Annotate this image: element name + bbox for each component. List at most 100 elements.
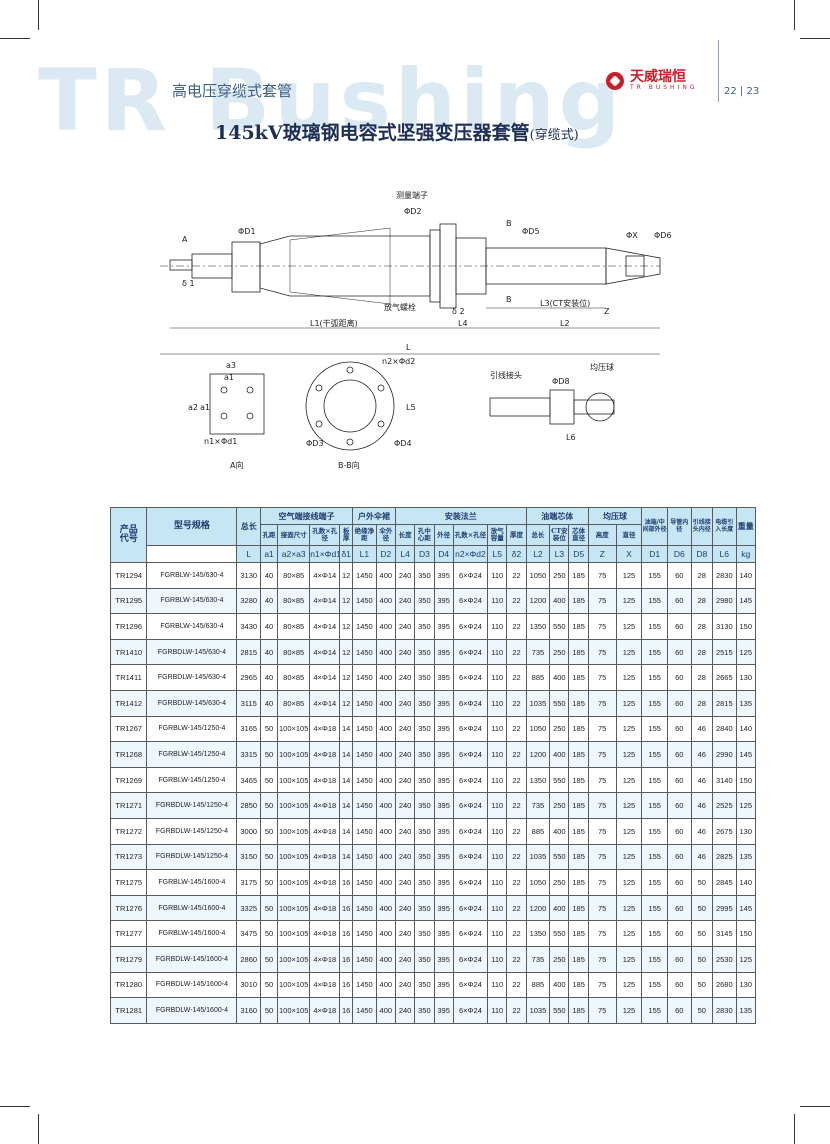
table-cell: 550 xyxy=(549,843,570,871)
table-cell: 350 xyxy=(414,664,435,691)
table-cell: 6×Φ24 xyxy=(452,766,489,794)
table-cell: 50 xyxy=(259,843,279,871)
table-cell: 185 xyxy=(568,792,589,819)
table-cell: 110 xyxy=(487,613,508,640)
table-cell: 80×85 xyxy=(277,587,311,615)
label-phi-d4: ΦD4 xyxy=(394,439,412,448)
table-cell: 40 xyxy=(259,613,279,640)
table-cell: 395 xyxy=(433,971,454,999)
table-cell: 100×105 xyxy=(277,971,311,999)
table-cell: 240 xyxy=(394,920,416,947)
table-cell: 2830 xyxy=(712,562,737,589)
table-cell: 110 xyxy=(487,945,508,973)
table-cell: 140 xyxy=(735,869,757,896)
table-cell: 100×105 xyxy=(277,741,311,768)
table-cell: 1350 xyxy=(525,613,551,640)
table-cell: 4×Φ18 xyxy=(309,843,341,871)
table-cell: 150 xyxy=(735,613,757,640)
table-cell: 395 xyxy=(433,945,454,973)
table-cell: 125 xyxy=(615,894,643,922)
table-cell: 240 xyxy=(394,689,416,717)
cell-model: FGRBLW-145/1600-4 xyxy=(146,894,238,922)
table-cell: 1450 xyxy=(352,920,377,947)
table-cell: 240 xyxy=(394,971,416,999)
table-cell: 110 xyxy=(487,843,508,871)
table-cell: 12 xyxy=(339,562,354,589)
table-cell: 3115 xyxy=(236,689,261,717)
table-cell: 12 xyxy=(339,613,354,640)
table-cell: 4×Φ18 xyxy=(309,715,341,743)
table-cell: 135 xyxy=(735,689,757,717)
label-view-b: B-B向 xyxy=(338,460,360,470)
table-cell: 75 xyxy=(587,766,617,794)
table-cell: 28 xyxy=(690,562,714,589)
symbol-header: L xyxy=(236,545,261,563)
table-cell: 1450 xyxy=(352,894,377,922)
table-cell: 1450 xyxy=(352,971,377,999)
table-cell: 80×85 xyxy=(277,613,311,640)
table-cell: 155 xyxy=(641,741,669,768)
table-cell: 150 xyxy=(735,766,757,794)
table-cell: 350 xyxy=(414,689,435,717)
table-cell: 60 xyxy=(667,613,692,640)
table-cell: 155 xyxy=(641,613,669,640)
table-cell: 4×Φ18 xyxy=(309,920,341,947)
table-cell: 75 xyxy=(587,792,617,819)
table-cell: 1050 xyxy=(525,869,551,896)
table-cell: 250 xyxy=(549,562,570,589)
table-cell: 240 xyxy=(394,843,416,871)
table-cell: 155 xyxy=(641,920,669,947)
table-cell: 60 xyxy=(667,664,692,691)
table-cell: 400 xyxy=(375,741,396,768)
table-cell: 50 xyxy=(259,817,279,845)
table-cell: 110 xyxy=(487,638,508,666)
table-cell: 140 xyxy=(735,562,757,589)
table-cell: 50 xyxy=(259,920,279,947)
table-cell: 75 xyxy=(587,843,617,871)
table-cell: 145 xyxy=(735,587,757,615)
table-cell: 2815 xyxy=(236,638,261,666)
label-z: Z xyxy=(604,307,610,316)
table-cell: 60 xyxy=(667,894,692,922)
table-cell: 155 xyxy=(641,945,669,973)
table-cell: 1450 xyxy=(352,792,377,819)
col-grading-ball: 均压球 xyxy=(587,507,643,525)
table-cell: 60 xyxy=(667,562,692,589)
page-numbers: 22 | 23 xyxy=(724,86,760,97)
table-cell: 80×85 xyxy=(277,638,311,666)
table-cell: 400 xyxy=(375,817,396,845)
table-cell: 395 xyxy=(433,843,454,871)
table-cell: 110 xyxy=(487,894,508,922)
table-cell: 100×105 xyxy=(277,817,311,845)
table-cell: 2980 xyxy=(712,587,737,615)
table-cell: 3160 xyxy=(236,997,261,1024)
table-cell: 735 xyxy=(525,792,551,819)
cell-model: FGRBLW-145/1250-4 xyxy=(146,741,238,768)
table-cell: 14 xyxy=(339,792,354,819)
table-cell: 395 xyxy=(433,562,454,589)
table-cell: 1450 xyxy=(352,843,377,871)
table-cell: 100×105 xyxy=(277,920,311,947)
symbol-header: n2×Φd2 xyxy=(452,545,489,563)
sub-header: 绝缘净距 xyxy=(352,524,377,546)
table-cell: 350 xyxy=(414,792,435,819)
table-cell: 60 xyxy=(667,945,692,973)
symbol-header: D6 xyxy=(667,545,692,563)
table-cell: 185 xyxy=(568,817,589,845)
table-cell: 125 xyxy=(615,945,643,973)
table-cell: 40 xyxy=(259,664,279,691)
symbol-header: kg xyxy=(735,545,757,563)
table-cell: 28 xyxy=(690,664,714,691)
table-cell: 28 xyxy=(690,613,714,640)
table-cell: 46 xyxy=(690,792,714,819)
cell-code: TR1411 xyxy=(109,664,148,691)
table-cell: 6×Φ24 xyxy=(452,792,489,819)
table-cell: 22 xyxy=(506,971,527,999)
table-cell: 2515 xyxy=(712,638,737,666)
cell-model: FGRBDLW-145/1250-4 xyxy=(146,843,238,871)
table-cell: 395 xyxy=(433,817,454,845)
